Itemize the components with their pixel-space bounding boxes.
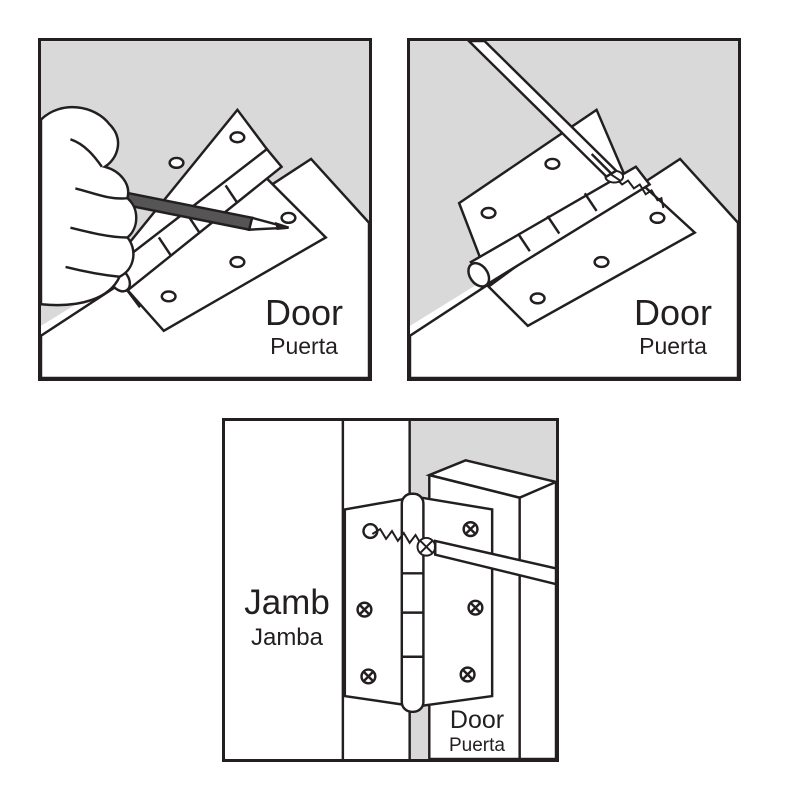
door-label-primary: Door	[449, 706, 505, 734]
hinge-icon	[343, 492, 494, 714]
screwdriver-icon	[467, 41, 619, 179]
step-1-illustration	[41, 41, 369, 378]
door-label: Door Puerta	[249, 295, 359, 358]
door-label: Door Puerta	[437, 706, 517, 756]
step-3-illustration	[341, 421, 556, 759]
step-2-illustration	[410, 41, 738, 378]
step-3-attach-to-jamb-panel: Jamb Jamba Door Puerta	[222, 418, 559, 762]
pencil-icon	[90, 184, 289, 232]
door-label: Door Puerta	[618, 295, 728, 358]
screwdriver-icon	[433, 539, 556, 586]
jamb-label-primary: Jamb	[244, 583, 330, 622]
door-label-secondary: Puerta	[639, 333, 707, 359]
step-2-drive-screws-panel: Door Puerta	[407, 38, 741, 381]
step-1-mark-holes-panel: Door Puerta	[38, 38, 372, 381]
door-label-primary: Door	[633, 292, 713, 333]
jamb-label-secondary: Jamba	[250, 624, 324, 651]
door-label-secondary: Puerta	[270, 333, 338, 359]
hand-icon	[41, 106, 138, 307]
jamb-label: Jamb Jamba	[231, 585, 343, 650]
door-label-primary: Door	[264, 292, 344, 333]
door-label-secondary: Puerta	[449, 735, 505, 756]
